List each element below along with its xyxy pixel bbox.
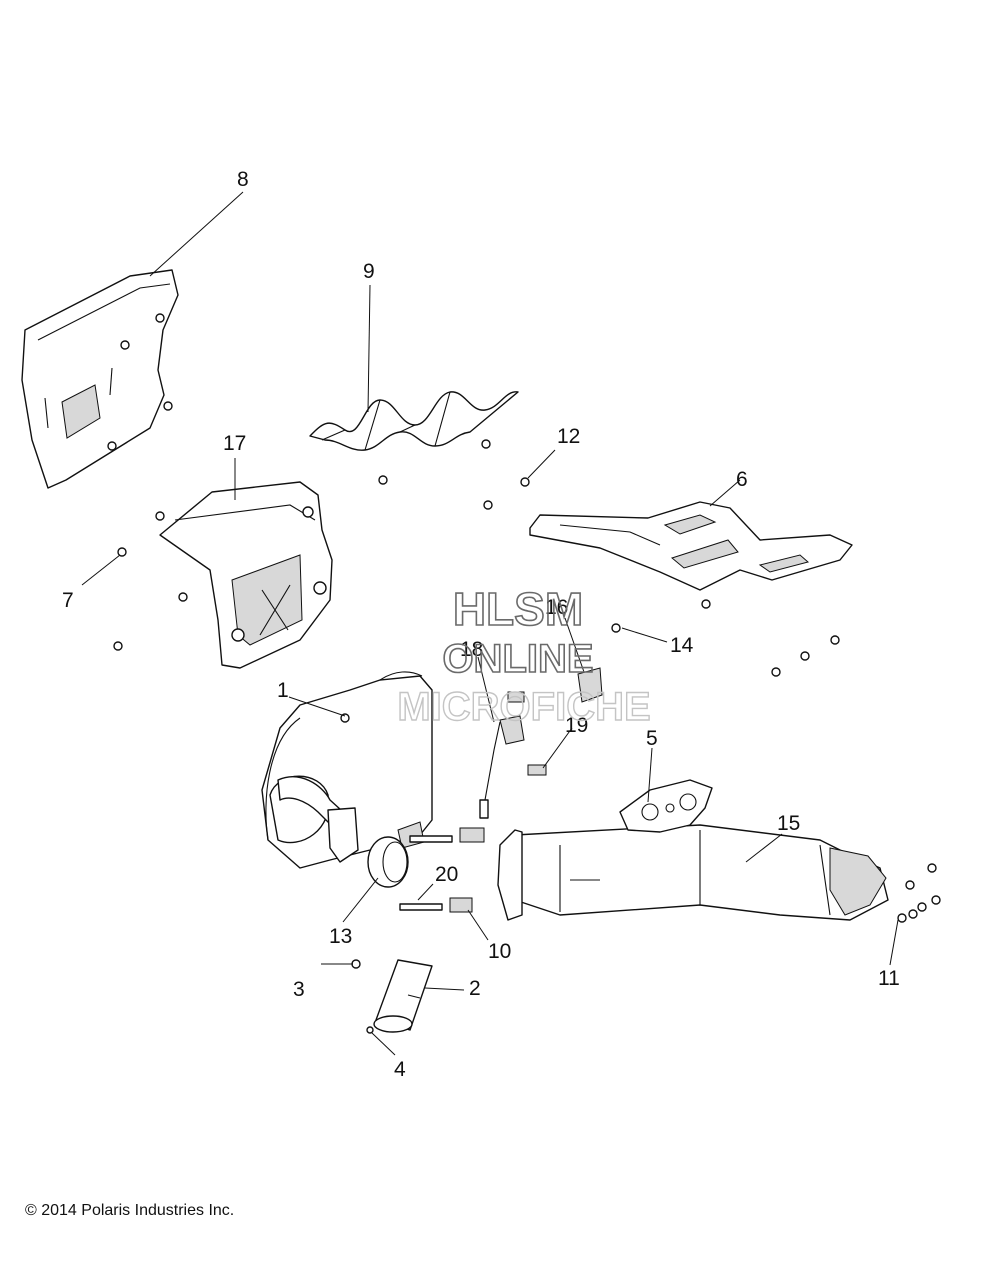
callout-19: 19 — [565, 714, 588, 737]
part-15-header-pipe — [497, 824, 889, 921]
callout-1: 1 — [277, 679, 289, 702]
copyright-notice: © 2014 Polaris Industries Inc. — [25, 1202, 235, 1219]
part-2-tail-tip — [373, 959, 433, 1033]
part-6-bracket-shield — [529, 501, 853, 591]
callout-5: 5 — [646, 727, 658, 750]
part-13-ring — [367, 836, 409, 888]
callout-3: 3 — [293, 978, 305, 1001]
leader-lines — [81, 191, 899, 1056]
watermark-line-3: MICROFICHE — [397, 685, 650, 729]
part-8-heat-shield — [21, 269, 179, 489]
part-17-shield — [159, 481, 333, 669]
callout-13: 13 — [329, 925, 352, 948]
callout-14: 14 — [670, 634, 694, 657]
callout-10: 10 — [488, 940, 511, 963]
part-19-spring — [527, 764, 547, 776]
callout-2: 2 — [469, 977, 481, 1000]
callout-7: 7 — [62, 589, 74, 612]
callout-15: 15 — [777, 812, 800, 835]
part-10-springs — [449, 691, 525, 913]
watermark: HLSM ONLINE MICROFICHE — [397, 582, 652, 730]
callout-4: 4 — [394, 1058, 406, 1081]
callout-9: 9 — [363, 260, 375, 283]
part-18-sensor — [479, 715, 525, 819]
callout-8: 8 — [237, 168, 249, 191]
callout-16: 16 — [545, 596, 568, 619]
part-5-gasket — [619, 779, 713, 833]
callout-11: 11 — [878, 967, 900, 990]
callout-18: 18 — [460, 638, 483, 661]
callout-labels: 8 9 17 12 6 7 14 16 18 1 19 5 15 20 13 1… — [62, 168, 900, 1081]
part-16-bracket — [577, 667, 603, 703]
watermark-line-1: HLSM — [453, 583, 583, 635]
part-1-muffler — [261, 671, 433, 869]
callout-12: 12 — [557, 425, 580, 448]
callout-17: 17 — [223, 432, 246, 455]
fasteners — [113, 439, 941, 1034]
watermark-line-2: ONLINE — [442, 637, 593, 681]
part-20-bolt — [399, 835, 453, 911]
callout-20: 20 — [435, 863, 458, 886]
callout-6: 6 — [736, 468, 748, 491]
